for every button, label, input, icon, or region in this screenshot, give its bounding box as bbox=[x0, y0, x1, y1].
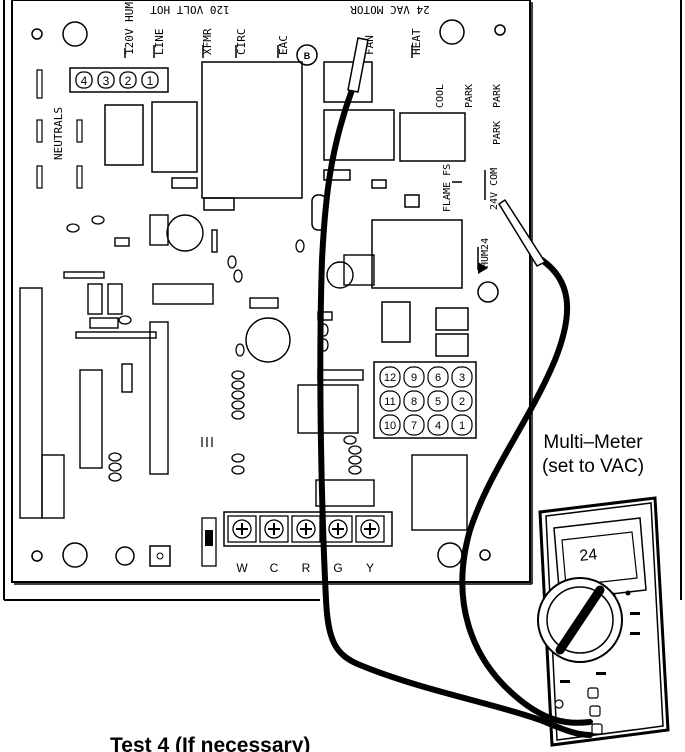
terminal-y: Y bbox=[366, 561, 374, 575]
meter-caption-line2: (set to VAC) bbox=[542, 456, 644, 477]
circle-b-label: B bbox=[304, 51, 311, 61]
control-board: 120 VOLT HOT 24 VAC MOTOR 120V HUM LINE … bbox=[11, 0, 533, 585]
connector-4pin bbox=[69, 67, 169, 93]
connector-pin-3: 3 bbox=[103, 74, 110, 88]
keypad-key-12: 12 bbox=[384, 372, 396, 384]
terminal-label-eac: EAC bbox=[277, 35, 290, 55]
probe-tip-com bbox=[498, 199, 546, 267]
label-neutrals: NEUTRALS bbox=[52, 107, 65, 160]
terminal-label-heat: HEAT bbox=[410, 28, 423, 55]
connector-pin-1: 1 bbox=[147, 74, 154, 88]
terminal-g: G bbox=[333, 561, 342, 575]
keypad-key-3: 3 bbox=[459, 372, 465, 384]
label-park-2: PARK bbox=[492, 84, 503, 108]
keypad-key-11: 11 bbox=[384, 396, 395, 408]
keypad-block bbox=[373, 361, 477, 439]
footer-caption: Test 4 (If necessary) bbox=[110, 734, 310, 752]
keypad-key-1: 1 bbox=[459, 420, 465, 432]
keypad-key-10: 10 bbox=[384, 420, 396, 432]
keypad-key-4: 4 bbox=[435, 420, 441, 432]
connector-pin-4: 4 bbox=[81, 74, 88, 88]
probe-tip-fan bbox=[347, 37, 369, 93]
terminal-label-xfmr: XFMR bbox=[201, 28, 214, 55]
label-flame-fs: FLAME FS bbox=[442, 164, 453, 212]
terminal-w: W bbox=[236, 561, 248, 575]
keypad-key-2: 2 bbox=[459, 396, 465, 408]
terminal-label-line: LINE bbox=[153, 29, 166, 56]
label-cool: COOL bbox=[435, 84, 446, 108]
terminal-c: C bbox=[270, 561, 279, 575]
terminal-label-circ: CIRC bbox=[235, 29, 248, 56]
terminal-label-120v-hum: 120V HUM bbox=[123, 2, 136, 55]
mounting-holes bbox=[31, 19, 506, 568]
label-24-vac-motor: 24 VAC MOTOR bbox=[350, 3, 430, 16]
board-outline bbox=[11, 0, 531, 583]
test-lead-com bbox=[459, 257, 593, 726]
test-leads bbox=[317, 37, 593, 738]
test-lead-fan bbox=[317, 87, 593, 738]
meter-caption-line1: Multi–Meter bbox=[543, 432, 643, 453]
label-120-volt-hot: 120 VOLT HOT bbox=[150, 3, 230, 16]
label-park-3: PARK bbox=[492, 121, 503, 145]
keypad-key-7: 7 bbox=[411, 420, 417, 432]
multimeter: 24 bbox=[537, 496, 670, 747]
terminal-r: R bbox=[302, 561, 311, 575]
circle-b bbox=[296, 44, 318, 66]
label-24v-com: 24V COM bbox=[489, 168, 500, 210]
keypad-key-5: 5 bbox=[435, 396, 441, 408]
keypad-key-8: 8 bbox=[411, 396, 417, 408]
label-park-1: PARK bbox=[464, 84, 475, 108]
terminal-strip bbox=[223, 511, 393, 547]
keypad-key-9: 9 bbox=[411, 372, 417, 384]
label-hum24: HUM24 bbox=[480, 238, 491, 268]
connector-pin-2: 2 bbox=[125, 74, 132, 88]
meter-reading: 24 bbox=[579, 546, 599, 565]
keypad-key-6: 6 bbox=[435, 372, 441, 384]
